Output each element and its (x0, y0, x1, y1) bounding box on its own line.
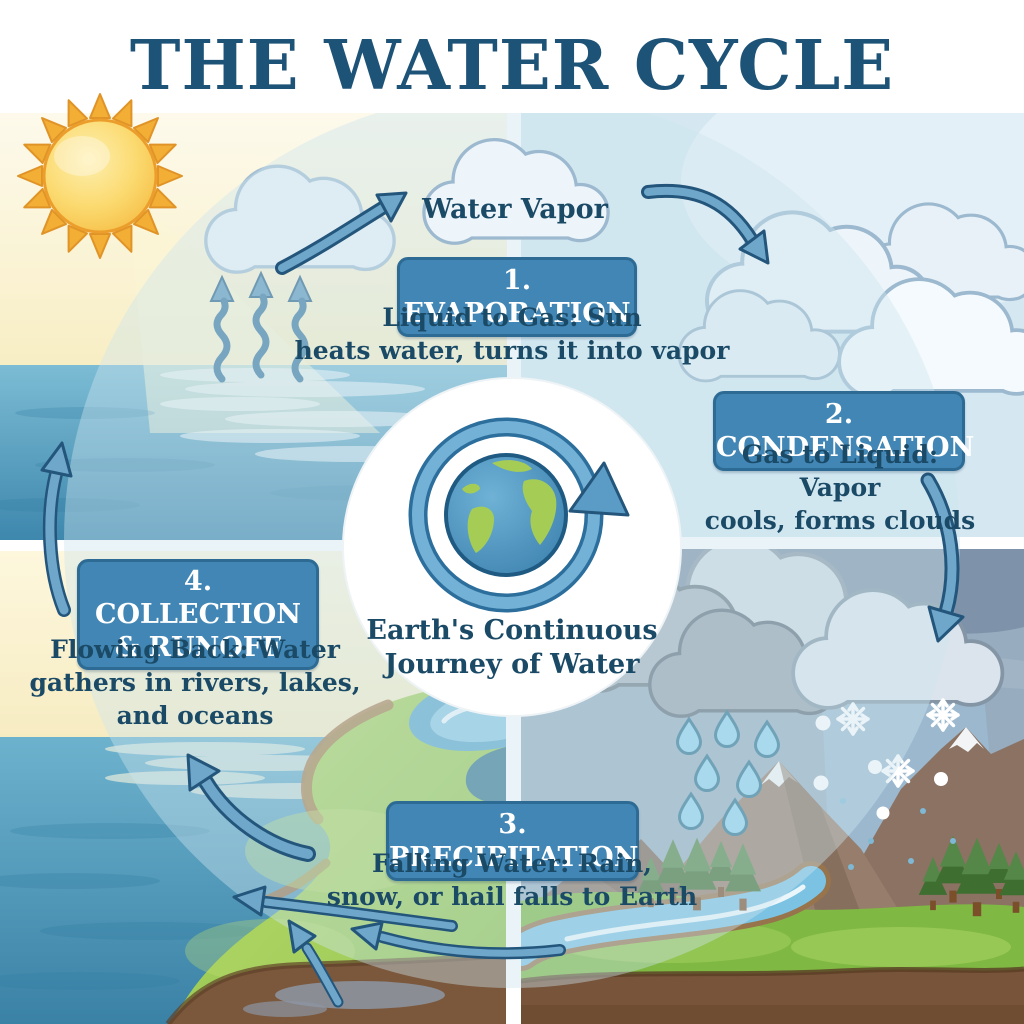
soil-icon (521, 966, 1024, 1024)
coast-brown-edge (301, 699, 394, 825)
desc-line: Liquid to Gas: Sun (382, 303, 642, 332)
sea-shadows (0, 823, 260, 990)
arrow-vapor-to-condensation-icon (641, 184, 770, 265)
snowflakes-icon (813, 698, 960, 870)
green-headland (168, 679, 506, 1024)
badge-evaporation: 1. EVAPORATION (397, 257, 637, 337)
badge-label: 1. EVAPORATION (403, 265, 631, 329)
water-vapor-label: Water Vapor (422, 194, 608, 225)
arrow-groundwater-icon (287, 919, 344, 1008)
desc-line: cools, forms clouds (704, 506, 976, 535)
badge-precipitation: 3. PRECIPITATION (386, 801, 639, 881)
center-caption: Earth's Continuous Journey of Water (342, 614, 682, 682)
desc-collection-runoff: Flowing Back: Water gathers in rivers, l… (20, 633, 370, 732)
badge-label: 2. CONDENSATION (716, 399, 975, 463)
meadow-highlight (791, 927, 1011, 967)
desc-condensation: Gas to Liquid: Vapor cools, forms clouds (700, 438, 980, 537)
desc-precipitation: Falling Water: Rain, snow, or hail falls… (302, 847, 722, 913)
desc-line: heats water, turns it into vapor (294, 336, 730, 365)
desc-evaporation: Liquid to Gas: Sun heats water, turns it… (292, 301, 732, 367)
earth-globe-icon (444, 453, 568, 577)
arrow-collection-to-sea-icon (186, 753, 316, 862)
desc-line: Gas to Liquid: Vapor (741, 440, 939, 502)
arrow-collection-to-evaporation-icon (40, 441, 73, 617)
arrow-river-runoff-icon (350, 921, 566, 960)
arrow-runoff-left-icon (232, 885, 458, 932)
desc-line: Falling Water: Rain, (371, 849, 653, 878)
arrow-condensation-to-precipitation-icon (920, 472, 965, 643)
caption-line: Journey of Water (384, 649, 640, 680)
desc-line: and oceans (116, 701, 274, 730)
desc-line: Flowing Back: Water (50, 635, 340, 664)
cycle-ring-arrow-icon (408, 417, 630, 613)
desc-line: gathers in rivers, lakes, (29, 668, 361, 697)
badge-collection-runoff: 4. COLLECTION & RUNOFF (77, 559, 319, 670)
badge-condensation: 2. CONDENSATION (713, 391, 975, 471)
caption-line: Earth's Continuous (366, 615, 658, 646)
desc-line: snow, or hail falls to Earth (326, 882, 698, 911)
page-title: THE WATER CYCLE (129, 26, 895, 106)
sun-icon (17, 93, 183, 259)
badge-label: & RUNOFF (114, 632, 282, 663)
badge-label: 4. COLLECTION (95, 566, 301, 630)
river-icon (521, 861, 831, 971)
arrow-evaporation-to-vapor-icon (275, 191, 408, 275)
badge-label: 3. PRECIPITATION (389, 809, 639, 873)
